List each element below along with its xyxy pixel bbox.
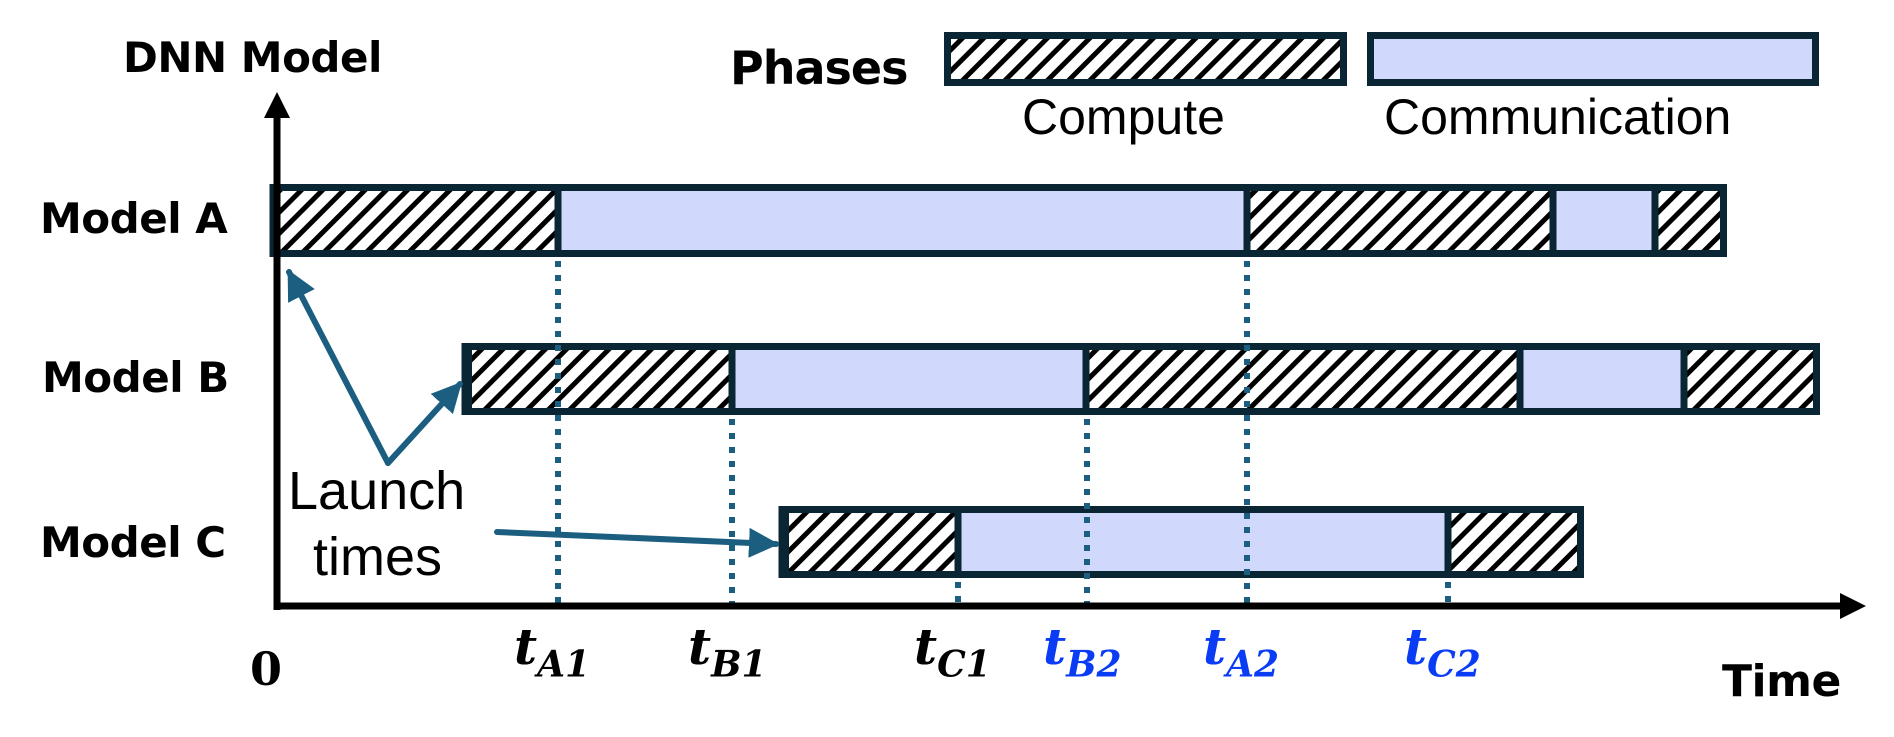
- compute-segment: [1655, 184, 1727, 257]
- legend-communication-swatch: [1367, 32, 1819, 86]
- communication-segment: [732, 343, 1086, 415]
- time-marker-label-t-c1: tC1: [914, 617, 991, 686]
- x-axis-arrowhead-icon: [1840, 593, 1866, 619]
- compute-segment: [1684, 343, 1820, 415]
- x-axis-label: Time: [1722, 656, 1841, 707]
- origin-label: 0: [250, 642, 283, 696]
- time-marker-label-t-a1: tA1: [514, 617, 591, 686]
- model-b-label: Model B: [42, 353, 229, 402]
- communication-segment: [1553, 184, 1655, 257]
- time-marker-label-t-a2: tA2: [1203, 617, 1280, 686]
- launch-time-arrows: [286, 269, 779, 558]
- bar-model-b: [461, 343, 1820, 415]
- communication-segment: [958, 506, 1448, 578]
- arrow-to-model-a-icon: [286, 269, 391, 466]
- bar-outline: [782, 506, 1584, 578]
- model-a-label: Model A: [40, 194, 228, 243]
- legend-title: Phases: [730, 41, 908, 95]
- arrow-to-model-b-icon: [385, 381, 463, 466]
- legend-compute-label: Compute: [1022, 89, 1225, 145]
- compute-segment: [1086, 343, 1520, 415]
- model-c-label: Model C: [40, 518, 226, 567]
- compute-segment: [1247, 184, 1553, 257]
- time-marker-lines: [555, 261, 1451, 603]
- launch-times-annotation-line2: times: [313, 527, 443, 587]
- communication-segment: [558, 184, 1247, 257]
- arrow-to-model-c-icon: [494, 527, 779, 558]
- legend-communication-label: Communication: [1384, 89, 1732, 145]
- time-marker-label-t-b2: tB2: [1043, 617, 1122, 686]
- compute-segment: [782, 506, 958, 578]
- axes: [264, 92, 1866, 619]
- communication-segment: [1520, 343, 1684, 415]
- compute-segment: [273, 184, 558, 257]
- launch-times-annotation-line1: Launch: [288, 461, 466, 521]
- bar-model-a: [269, 184, 1727, 257]
- bar-model-c: [778, 506, 1584, 578]
- compute-segment: [1448, 506, 1584, 578]
- legend: [944, 32, 1819, 86]
- bar-outline: [465, 343, 1820, 415]
- time-marker-label-t-c2: tC2: [1404, 617, 1481, 686]
- y-axis-arrowhead-icon: [264, 92, 290, 118]
- y-axis-label: DNN Model: [123, 33, 382, 82]
- model-bars: [269, 184, 1820, 578]
- compute-segment: [465, 343, 732, 415]
- time-marker-label-t-b1: tB1: [688, 617, 767, 686]
- legend-compute-swatch: [944, 32, 1347, 86]
